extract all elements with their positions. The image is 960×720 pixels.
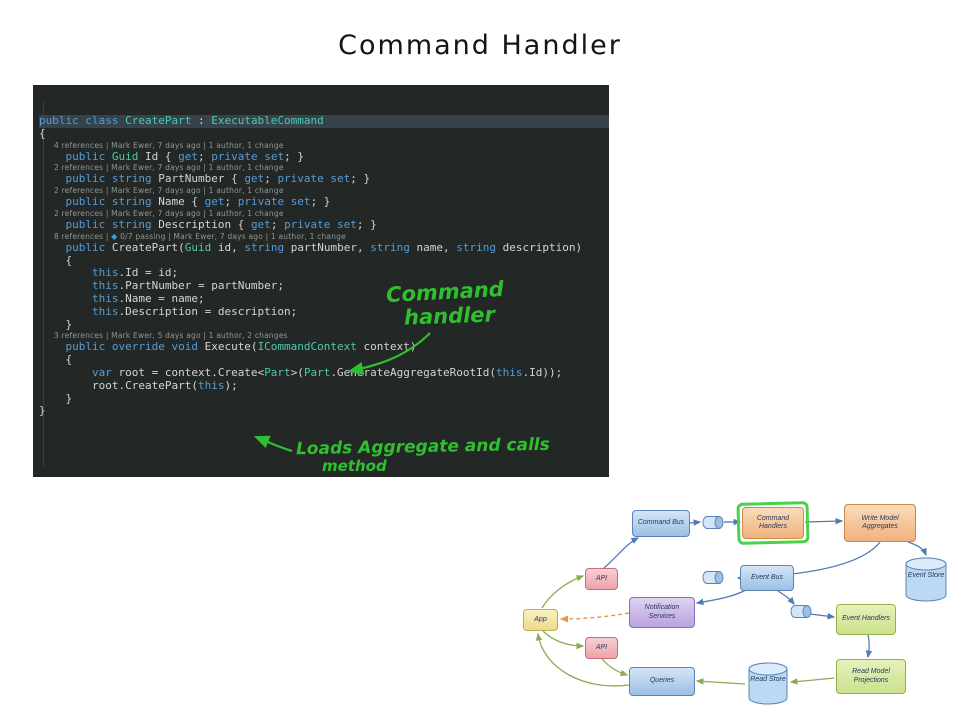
node-write-model-aggregates: Write Model Aggregates [844,504,916,542]
code-line: this.Id = id; [91,266,179,280]
queue-cylinder-icon [702,571,724,584]
codelens-annotation: 2 references | Mark Ewer, 7 days ago | 1… [54,186,284,196]
code-line: public Guid Id { get; private set; } [65,149,304,163]
queue-cylinder-icon [790,605,812,618]
code-line: public string PartNumber { get; private … [65,172,371,186]
annotation-handler: handler [403,302,496,330]
node-app: App [523,609,558,631]
code-line: this.PartNumber = partNumber; [91,279,285,293]
code-line: public string Description { get; private… [65,217,377,231]
node-command-handlers: Command Handlers [742,507,804,539]
codelens-annotation: 2 references | Mark Ewer, 7 days ago | 1… [54,208,284,218]
node-notification-services: Notification Services [629,597,695,628]
diagram-arrows [535,517,927,687]
code-line: } [39,404,46,418]
node-event-store: Event Store [907,572,945,579]
code-editor: public class CreatePart : ExecutableComm… [33,85,609,477]
page-title: Command Handler [338,30,622,61]
codelens-annotation: 3 references | Mark Ewer, 5 days ago | 1… [54,331,288,341]
annotation-method: method [322,457,387,475]
code-line: { [39,253,73,267]
node-event-bus: Event Bus [740,565,794,591]
read-store-cylinder-icon [748,662,788,705]
code-line: public class CreatePart : ExecutableComm… [39,114,609,128]
code-line: this.Description = description; [91,304,298,318]
node-queries: Queries [629,667,695,696]
cqrs-diagram: Command Bus Command Handlers Write Model… [488,488,956,718]
code-line: } [39,317,73,331]
code-line: public CreatePart(Guid id, string partNu… [65,240,583,254]
queue-cylinder-icon [702,516,724,529]
node-read-model-projections: Read Model Projections [836,659,906,694]
codelens-annotation: 8 references | ◆ 0/7 passing | Mark Ewer… [54,231,346,241]
code-line: public override void Execute(ICommandCon… [65,340,417,354]
event-store-cylinder-icon [905,557,947,602]
code-line: public string Name { get; private set; } [65,195,331,209]
code-line: this.Name = name; [91,291,205,305]
node-read-store: Read Store [750,676,786,683]
codelens-annotation: 4 references | Mark Ewer, 7 days ago | 1… [54,140,284,150]
code-lines: public class CreatePart : ExecutableComm… [39,114,609,418]
node-event-handlers: Event Handlers [836,604,896,635]
node-command-bus: Command Bus [632,510,690,537]
code-line: { [39,353,73,367]
code-line: } [39,391,73,405]
code-line: { [39,126,46,140]
code-line: root.CreatePart(this); [39,378,238,392]
node-api-command: API [585,568,618,590]
codelens-annotation: 2 references | Mark Ewer, 7 days ago | 1… [54,163,284,173]
node-api-query: API [585,637,618,659]
